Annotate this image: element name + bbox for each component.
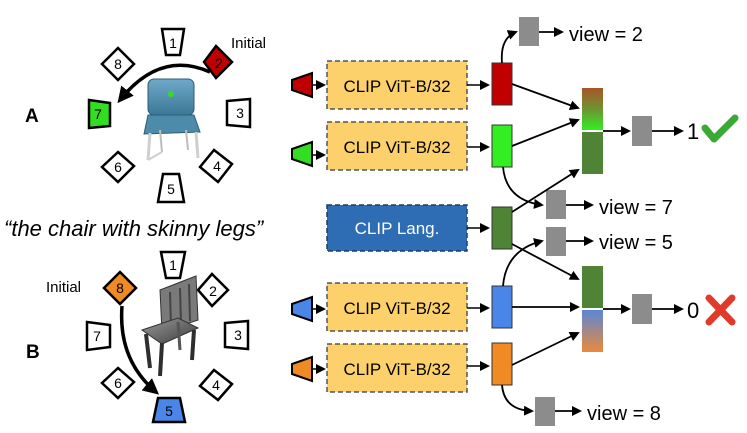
fused-feature-b-top	[582, 266, 603, 308]
camera-icon-a-8: 8	[100, 46, 136, 82]
view-output-b-bottom: view = 8	[587, 403, 661, 425]
initial-label-b: Initial	[46, 279, 81, 296]
encoder-row-a-top: CLIP ViT-B/32	[291, 60, 513, 110]
rotation-arrow-a	[117, 63, 211, 104]
clip-lang-box	[326, 204, 468, 252]
clip-vit-label-b-bottom: CLIP ViT-B/32	[343, 360, 450, 379]
camera-icon-a-3: 3	[225, 97, 252, 129]
fused-feature-a-top	[582, 88, 603, 130]
rotation-arrow-b	[119, 305, 160, 395]
encoder-row-b-bottom: CLIP ViT-B/32	[291, 342, 513, 393]
fusion-a: 1	[511, 83, 739, 213]
view-label-a-4: 4	[213, 158, 221, 174]
camera-icon-enc-orange	[291, 355, 313, 383]
query-text: “the chair with skinny legs”	[4, 216, 265, 241]
view-label-b-7: 7	[93, 328, 101, 344]
view-branch-a-mid: view = 7	[502, 166, 673, 219]
clip-vit-box-b-bottom	[326, 343, 468, 393]
camera-icon-enc-blue	[291, 295, 313, 323]
result-a: 1	[687, 119, 699, 144]
view-branch-b-mid: view = 5	[502, 227, 673, 287]
view-label-a-2: 2	[215, 55, 223, 71]
camera-icon-b-7: 7	[85, 320, 112, 352]
view-branch-a-top: view = 2	[500, 17, 643, 64]
view-ring-a: 1 2 3 4 5 6 7 8 Initial	[87, 27, 266, 204]
view-output-a-top: view = 2	[569, 24, 643, 46]
cross-icon	[705, 294, 736, 326]
clip-vit-box-a-bottom	[326, 121, 468, 171]
view-label-a-1: 1	[169, 35, 177, 51]
camera-icon-b-8: 8	[102, 270, 138, 306]
feature-green	[491, 124, 513, 168]
view-head-b-mid	[546, 227, 566, 256]
view-label-b-8: 8	[116, 280, 124, 296]
camera-icon-a-7: 7	[87, 98, 112, 130]
view-label-a-5: 5	[167, 181, 175, 197]
feature-red	[491, 62, 513, 106]
clip-vit-label-a-top: CLIP ViT-B/32	[343, 77, 450, 96]
view-label-a-7: 7	[94, 106, 102, 122]
camera-icon-b-2: 2	[196, 272, 230, 308]
row-label-b: B	[26, 342, 40, 363]
clip-vit-label-a-bottom: CLIP ViT-B/32	[343, 138, 450, 157]
view-label-b-3: 3	[234, 327, 242, 343]
view-label-a-3: 3	[236, 105, 244, 121]
camera-icon-a-5: 5	[156, 172, 186, 204]
view-head-b-bottom	[535, 397, 555, 426]
camera-icon-a-4: 4	[198, 148, 234, 184]
camera-icon-b-6: 6	[100, 366, 136, 400]
view-label-b-1: 1	[169, 257, 177, 273]
view-head-a-mid	[546, 190, 566, 219]
score-head-b	[632, 294, 652, 324]
initial-label-a: Initial	[231, 35, 266, 52]
camera-icon-a-1: 1	[160, 27, 186, 57]
feature-blue	[491, 285, 513, 329]
clip-vit-box-b-top	[326, 282, 468, 332]
view-output-a-mid: view = 7	[599, 197, 673, 219]
row-label-a: A	[25, 106, 39, 127]
camera-icon-enc-green	[291, 140, 313, 168]
camera-icon-b-3: 3	[223, 319, 250, 351]
chair-image-b	[140, 275, 200, 377]
encoder-row-a-bottom: CLIP ViT-B/32	[291, 121, 513, 171]
view-label-b-6: 6	[114, 375, 122, 391]
camera-icon-enc-red	[291, 71, 313, 99]
feature-orange	[491, 342, 513, 386]
fusion-b: 0	[511, 243, 736, 366]
view-label-b-4: 4	[212, 377, 220, 393]
view-head-a-top	[519, 17, 539, 46]
view-branch-b-bottom: view = 8	[501, 384, 661, 426]
camera-icon-b-1: 1	[159, 250, 187, 280]
view-ring-b: 1 2 3 4 5 6 7 8 Initial	[46, 250, 250, 424]
fused-feature-a-bottom	[582, 132, 603, 174]
encoder-language: CLIP Lang.	[326, 204, 513, 252]
camera-icon-a-6: 6	[100, 150, 136, 184]
camera-icon-b-4: 4	[198, 368, 234, 402]
camera-icon-a-2: 2	[202, 44, 234, 80]
clip-vit-box-a-top	[326, 60, 468, 110]
check-icon	[701, 114, 739, 143]
camera-icon-b-5: 5	[151, 396, 187, 424]
clip-lang-label: CLIP Lang.	[355, 219, 440, 238]
view-label-b-2: 2	[209, 283, 217, 299]
view-label-a-8: 8	[114, 56, 122, 72]
view-output-b-mid: view = 5	[599, 232, 673, 254]
feature-lang	[491, 206, 513, 250]
encoder-row-b-top: CLIP ViT-B/32	[291, 282, 513, 332]
clip-vit-label-b-top: CLIP ViT-B/32	[343, 299, 450, 318]
result-b: 0	[687, 298, 699, 323]
view-label-a-6: 6	[114, 159, 122, 175]
fused-feature-b-bottom	[582, 310, 603, 352]
score-head-a	[632, 116, 652, 146]
chair-image-a	[143, 78, 201, 161]
view-label-b-5: 5	[165, 403, 173, 419]
